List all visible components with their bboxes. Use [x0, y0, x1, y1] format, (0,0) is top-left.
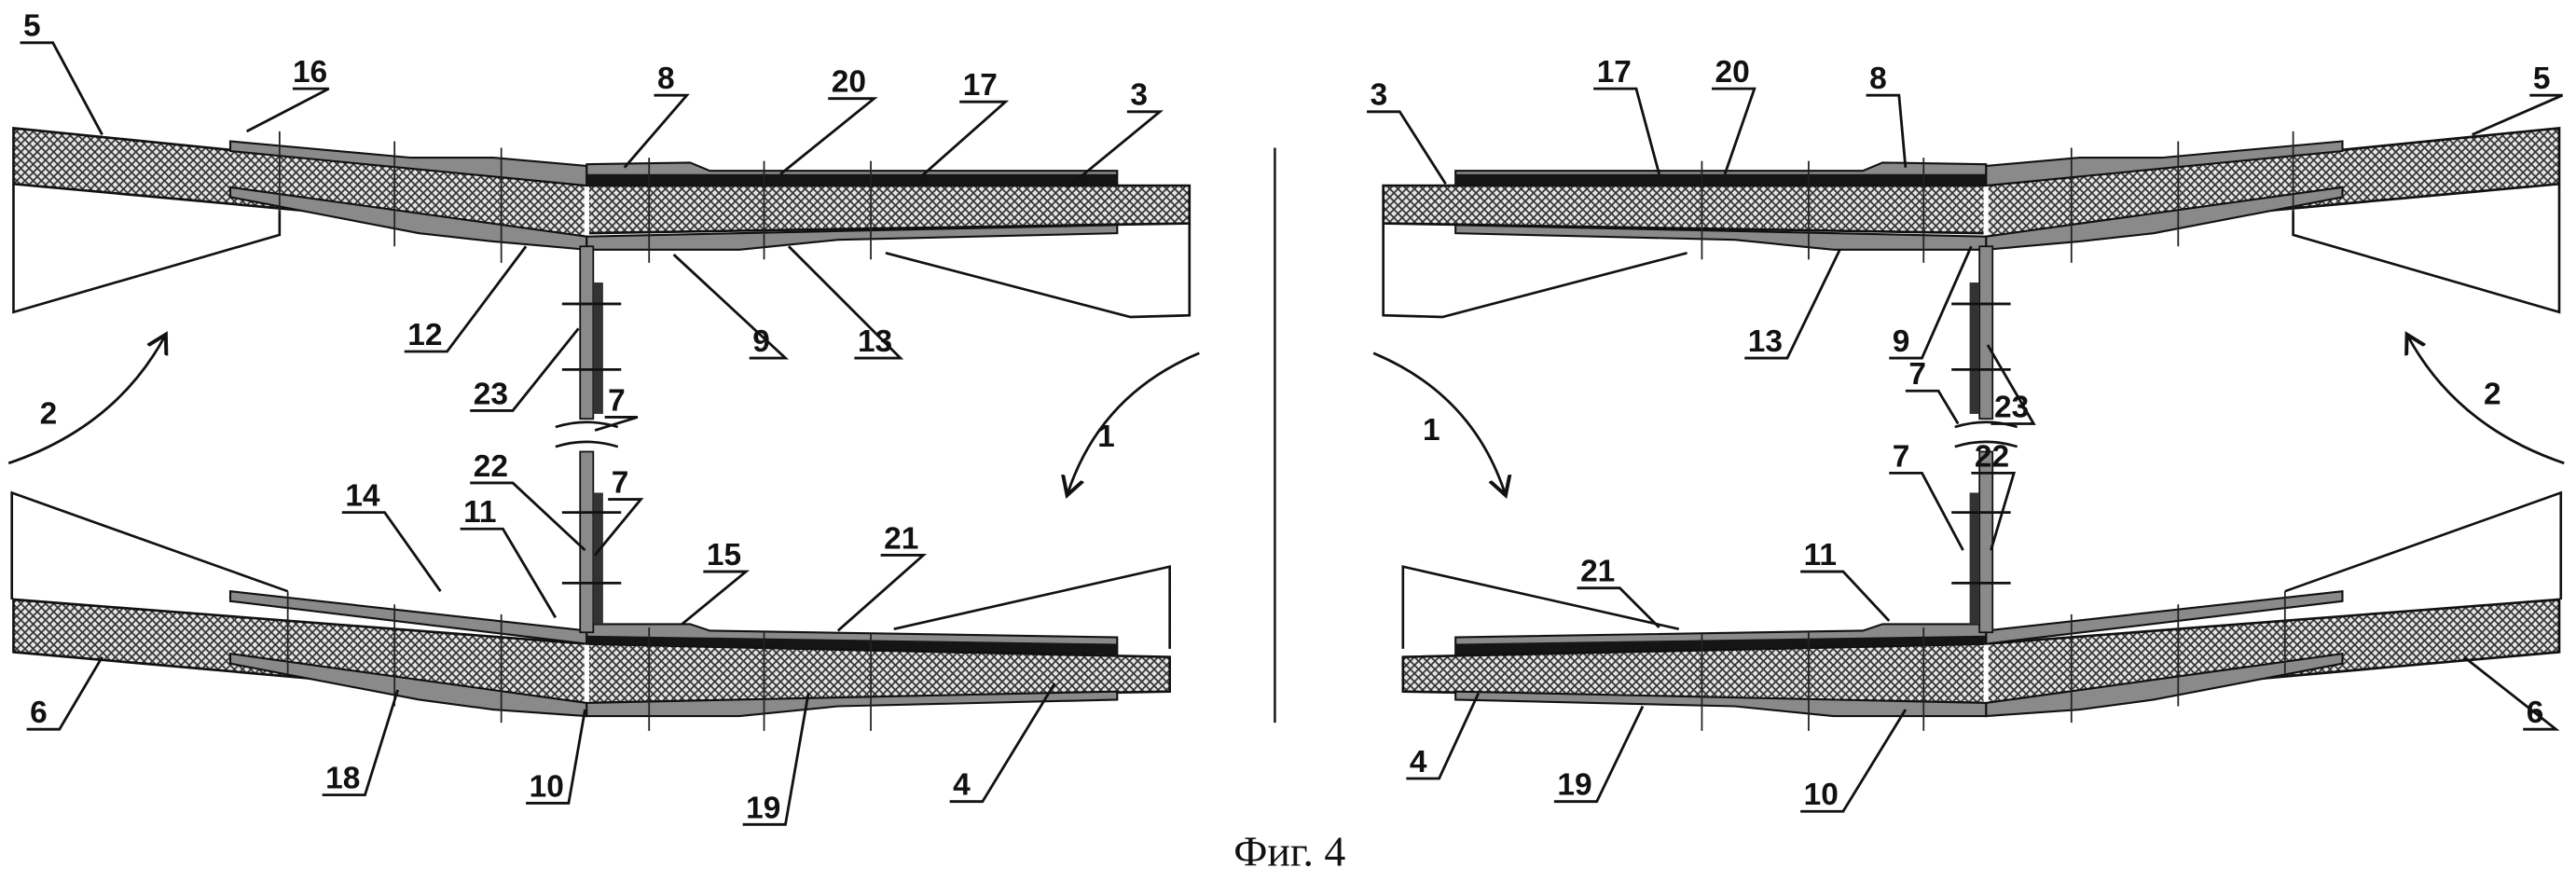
figure-caption: Фиг. 4 — [1233, 827, 1345, 875]
plate-23 — [593, 283, 603, 414]
label-9: 9 — [752, 324, 770, 359]
label-6: 6 — [30, 696, 48, 730]
flow-arrow-1 — [1068, 351, 1200, 493]
label-19: 19 — [746, 791, 780, 825]
label-10: 10 — [530, 769, 564, 804]
label-7: 7 — [1908, 357, 1926, 392]
label-1: 1 — [1423, 413, 1440, 448]
label-18: 18 — [325, 762, 360, 796]
web-7-upper — [579, 245, 595, 420]
label-22: 22 — [1975, 439, 2009, 474]
plate-22 — [593, 492, 603, 625]
label-1: 1 — [1097, 420, 1115, 454]
lower-beam — [10, 440, 1171, 731]
label-2: 2 — [40, 397, 58, 432]
label-21: 21 — [1580, 555, 1615, 589]
label-11: 11 — [463, 495, 496, 530]
label-7b: 7 — [612, 465, 629, 500]
label-16: 16 — [293, 55, 327, 90]
label-4: 4 — [953, 768, 971, 803]
label-14: 14 — [345, 479, 380, 514]
label-8: 8 — [657, 62, 675, 96]
web-7-lower — [579, 450, 595, 634]
label-15: 15 — [707, 538, 741, 572]
label-8: 8 — [1869, 62, 1887, 96]
left-labels: 5 16 8 20 17 3 12 9 13 2 23 7 22 7 1 14 … — [23, 9, 1148, 826]
label-11: 11 — [1804, 538, 1837, 572]
label-19: 19 — [1557, 768, 1591, 803]
label-5: 5 — [2533, 62, 2551, 96]
label-9: 9 — [1893, 324, 1910, 359]
label-17: 17 — [963, 68, 998, 103]
right-panel-joint — [1373, 128, 2564, 731]
label-22: 22 — [474, 449, 508, 484]
label-2: 2 — [2484, 377, 2501, 411]
label-23: 23 — [1994, 390, 2029, 424]
label-3: 3 — [1130, 78, 1148, 113]
label-13: 13 — [1748, 324, 1783, 359]
label-3: 3 — [1371, 78, 1388, 113]
right-leader-lines — [1367, 87, 2564, 813]
label-12: 12 — [407, 318, 442, 352]
label-20: 20 — [832, 65, 866, 100]
upper-beam — [12, 126, 1192, 429]
label-7: 7 — [608, 383, 626, 418]
label-21: 21 — [884, 521, 918, 556]
left-panel-joint — [7, 126, 1200, 731]
label-13: 13 — [858, 324, 892, 359]
label-23: 23 — [474, 377, 508, 411]
label-7b: 7 — [1893, 439, 1910, 474]
right-labels: 3 17 20 8 5 13 9 7 23 2 1 7 22 21 11 4 1… — [1371, 55, 2551, 812]
label-6: 6 — [2527, 696, 2544, 730]
label-4: 4 — [1410, 745, 1427, 779]
label-5: 5 — [23, 9, 41, 44]
label-10: 10 — [1804, 778, 1839, 812]
left-leader-lines — [20, 41, 1164, 826]
label-20: 20 — [1715, 55, 1750, 90]
flow-arrow-2 — [7, 337, 164, 465]
label-17: 17 — [1597, 55, 1632, 90]
